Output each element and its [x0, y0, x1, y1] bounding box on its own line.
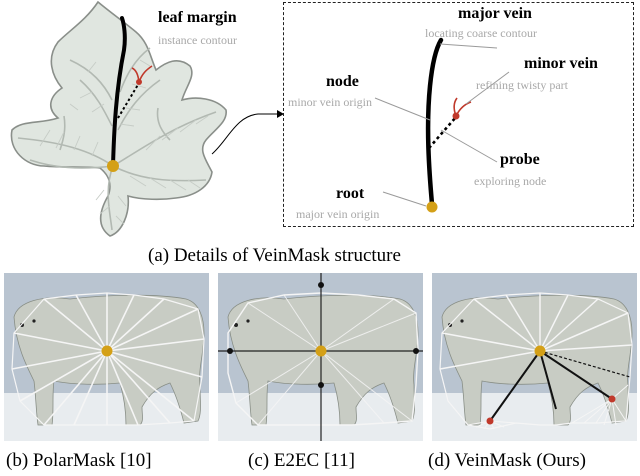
probe-label: probe [500, 151, 540, 168]
caption-d: (d) VeinMask (Ours) [428, 450, 586, 471]
panel-polarmask [4, 273, 209, 441]
locating-label: locating coarse contour [425, 26, 537, 40]
leaf-illustration [10, 0, 284, 237]
minor-vein-leader [465, 71, 510, 105]
panel-veinmask [432, 273, 637, 441]
minor-vein-label: minor vein [524, 55, 598, 72]
probe-line [117, 82, 140, 119]
root-leader [382, 191, 427, 207]
major-vein-origin-label: major vein origin [296, 207, 380, 221]
detail-major-vein [425, 37, 444, 207]
detail-box [283, 2, 634, 227]
leaf-shape [10, 0, 227, 237]
major-vein-label: major vein [458, 5, 532, 22]
minor-vein-origin-label: minor vein origin [288, 95, 372, 109]
refining-label: refining twisty part [476, 78, 568, 92]
panel-e2ec [218, 273, 423, 441]
detail-probe-line [428, 116, 457, 149]
vein-detail-illustration [374, 37, 510, 213]
detail-probe-dot [452, 112, 460, 120]
probe-leader [440, 129, 498, 163]
node-label: node [326, 73, 359, 90]
leaf-margin-label: leaf margin [158, 9, 237, 26]
detail-root-dot [426, 201, 438, 213]
caption-b: (b) PolarMask [10] [6, 450, 152, 471]
exploring-label: exploring node [474, 174, 547, 188]
connector-arrow [211, 113, 282, 155]
polarmask-overlay [11, 292, 205, 426]
major-vein-leader [439, 43, 498, 49]
caption-a: (a) Details of VeinMask structure [148, 245, 401, 266]
instance-contour-label: instance contour [158, 33, 237, 47]
major-vein [111, 16, 127, 168]
caption-c: (c) E2EC [11] [248, 450, 355, 471]
root-label: root [336, 185, 365, 202]
veinmask-overlay [439, 292, 633, 430]
root-dot [107, 160, 119, 172]
probe-dot [136, 79, 142, 85]
e2ec-overlay [218, 273, 423, 441]
node-leader [374, 97, 431, 121]
